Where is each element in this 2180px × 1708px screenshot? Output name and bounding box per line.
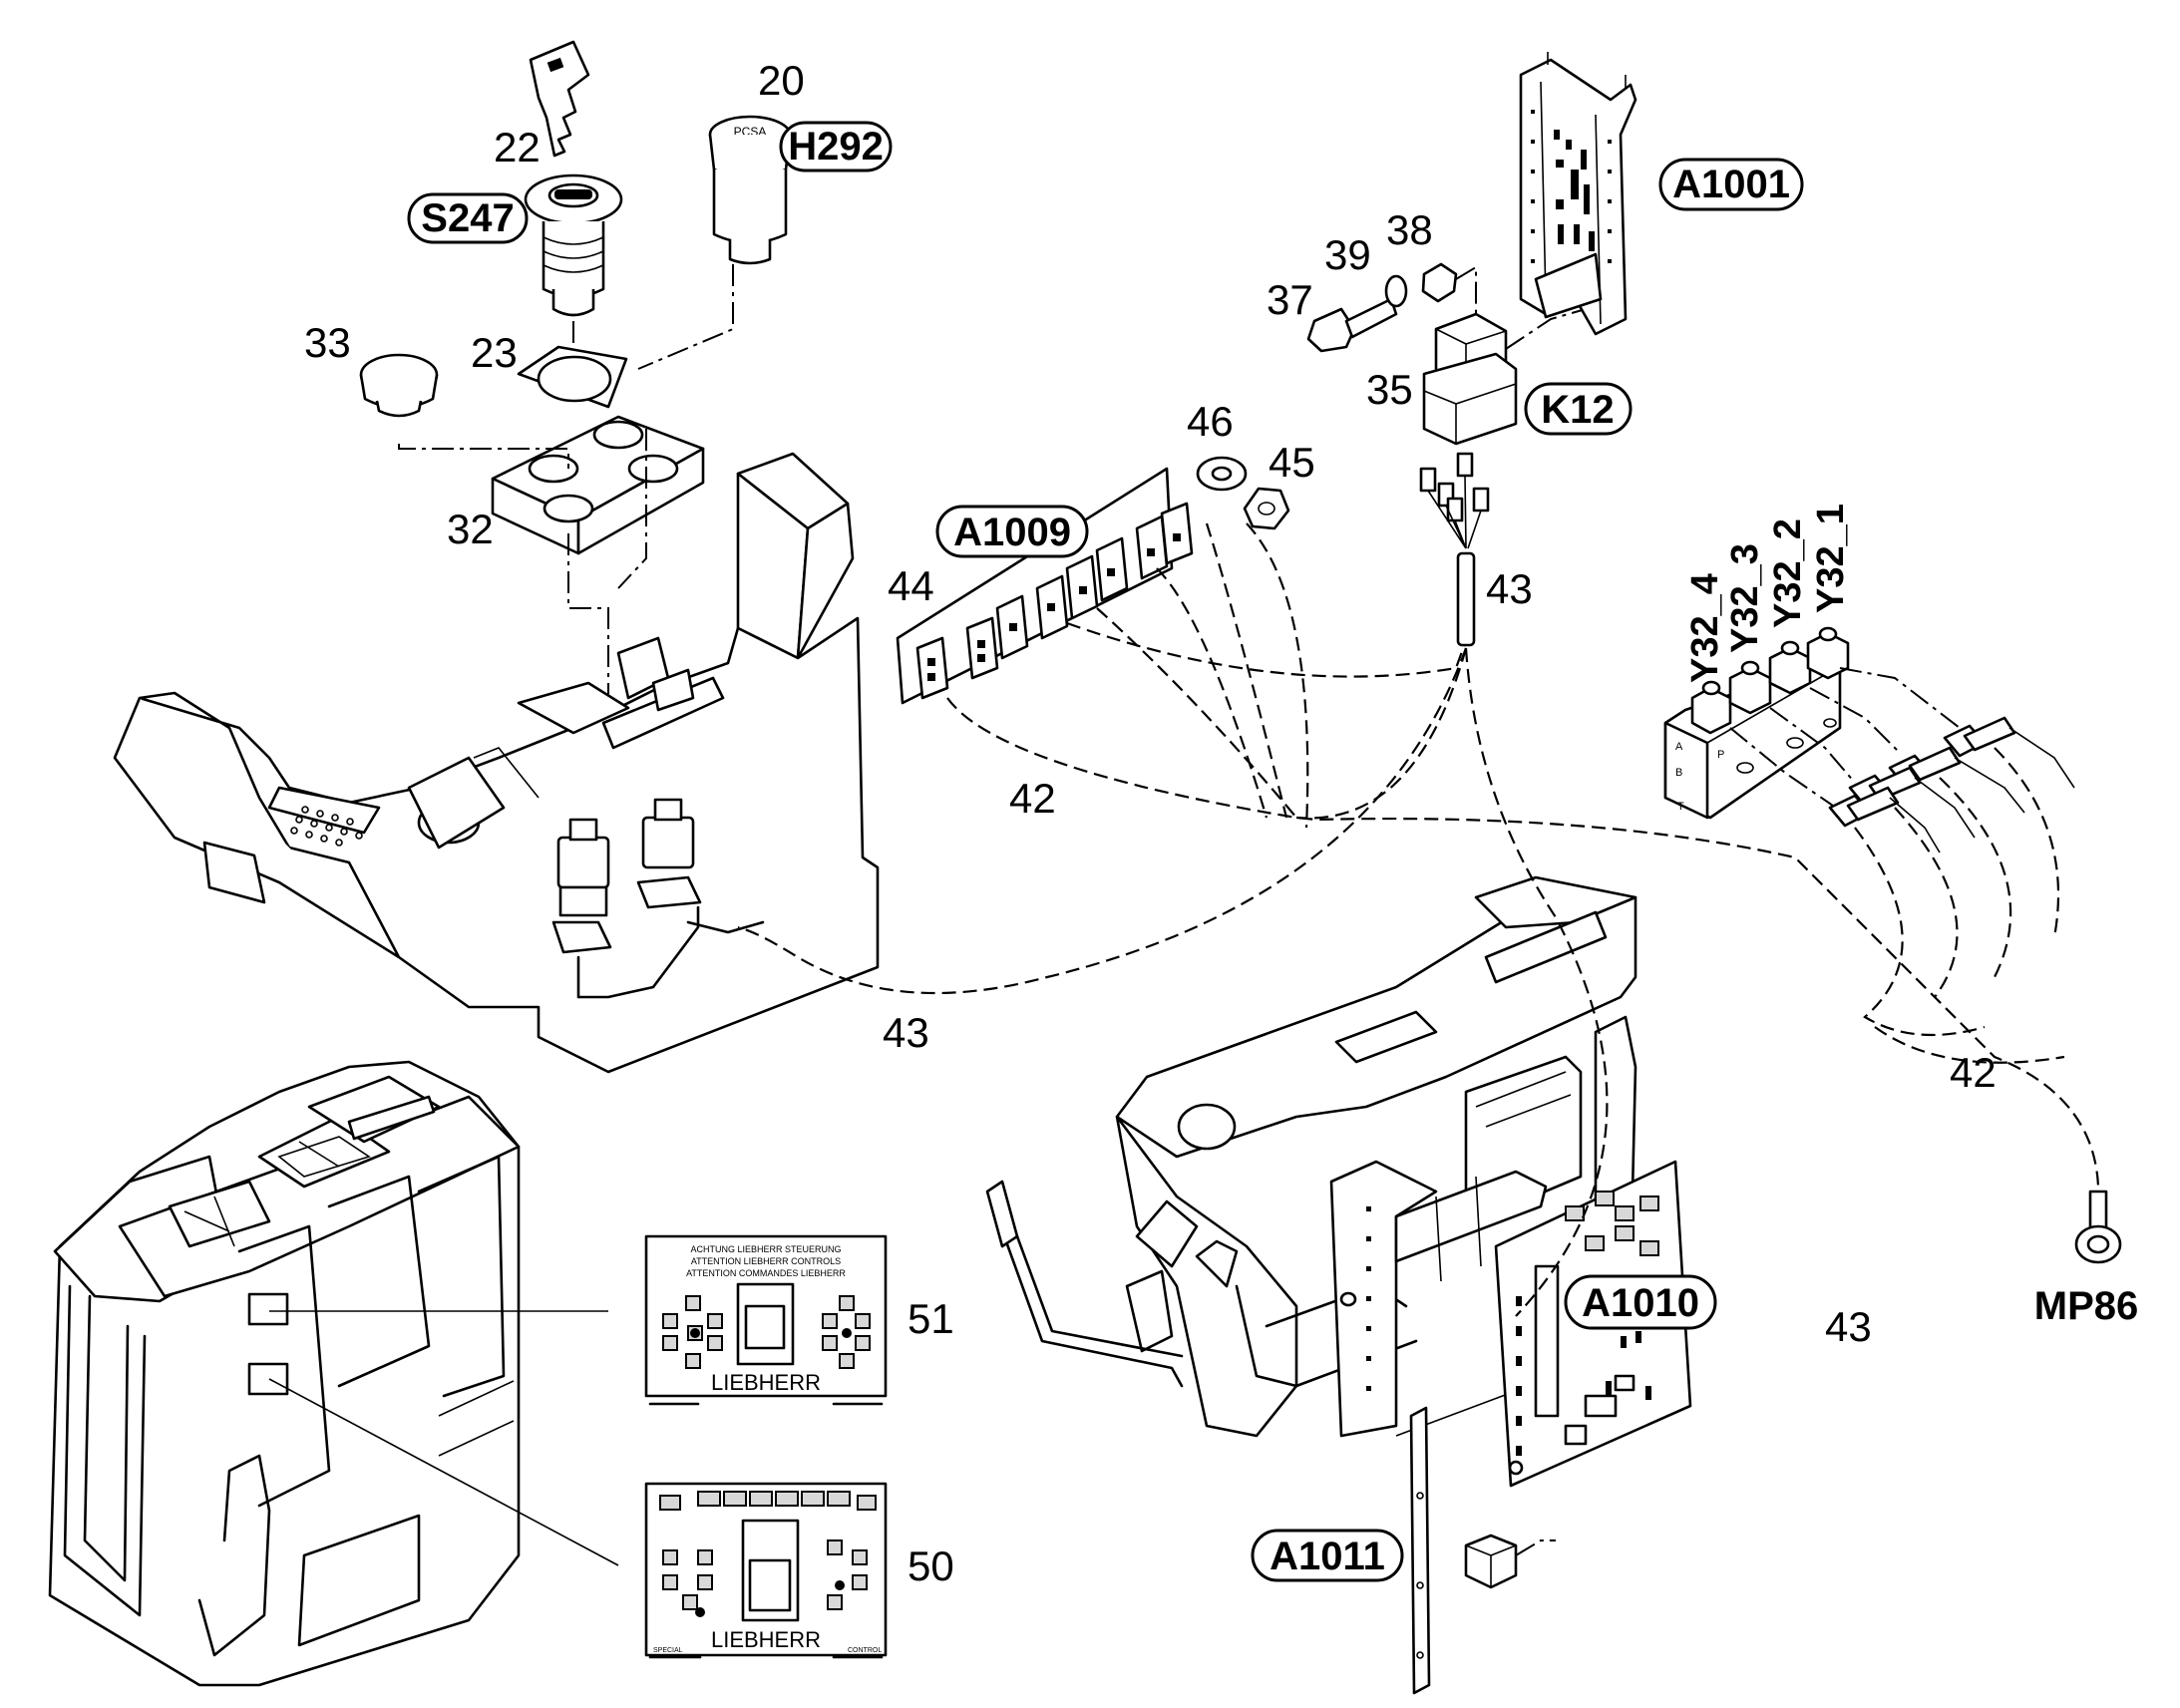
callout-20: 20 [758, 57, 805, 104]
nut-38 [1421, 262, 1458, 303]
callout-23: 23 [471, 329, 518, 376]
tag-a1011: A1011 [1251, 1529, 1404, 1582]
harness-connector-43 [1419, 452, 1490, 647]
decal-51-line2: ATTENTION LIEBHERR CONTROLS [691, 1256, 841, 1266]
key-switch-s247 [524, 173, 623, 317]
washer-39 [1384, 274, 1408, 308]
tag-a1009: A1009 [935, 505, 1089, 558]
callout-50: 50 [908, 1542, 954, 1589]
port-label-t: T [1677, 801, 1684, 813]
callout-35: 35 [1366, 366, 1413, 413]
callout-46: 46 [1187, 398, 1234, 445]
decal-51-brand: LIEBHERR [711, 1370, 821, 1395]
tag-k12: K12 [1524, 382, 1633, 436]
svg-text:A1010: A1010 [1582, 1281, 1699, 1325]
tag-y32-3: Y32_3 [1724, 543, 1766, 653]
callout-38: 38 [1386, 206, 1433, 253]
decal-50-brand: LIEBHERR [711, 1627, 821, 1652]
tag-mp86: MP86 [2034, 1284, 2139, 1328]
decal-50: LIEBHERR SPECIAL CONTROL [644, 1482, 888, 1659]
tag-y32-4: Y32_4 [1684, 573, 1726, 683]
tag-y32-2: Y32_2 [1767, 518, 1809, 628]
operator-console [113, 452, 880, 1074]
callout-44: 44 [888, 562, 934, 609]
callout-22: 22 [494, 124, 541, 171]
decal-50-footer-left: SPECIAL [653, 1647, 683, 1654]
svg-text:A1011: A1011 [1270, 1535, 1385, 1578]
svg-text:A1009: A1009 [953, 511, 1071, 554]
callout-43-left: 43 [883, 1009, 929, 1056]
tag-a1010: A1010 [1564, 1274, 1717, 1330]
plug-33 [359, 353, 439, 418]
indicator-lamp-h292: PCSA [708, 115, 792, 265]
cab-assembly [48, 1060, 521, 1687]
joystick-switch-left [551, 818, 612, 954]
callout-51: 51 [908, 1295, 954, 1342]
leader-line-50 [268, 1378, 619, 1566]
decal-50-footer-right: CONTROL [848, 1647, 882, 1654]
decal-51-line3: ATTENTION COMMANDES LIEBHERR [686, 1268, 846, 1278]
tag-y32-1: Y32_1 [1810, 504, 1852, 613]
tag-h292: H292 [779, 121, 893, 172]
callout-32: 32 [447, 506, 494, 552]
control-lever [985, 1180, 1184, 1388]
svg-text:K12: K12 [1541, 388, 1614, 432]
callout-39: 39 [1324, 231, 1371, 278]
callout-43-top: 43 [1486, 565, 1533, 612]
relay-bracket-a1001 [1519, 52, 1637, 336]
decal-51: ACHTUNG LIEBHERR STEUERUNG ATTENTION LIE… [644, 1234, 888, 1406]
connector-block [1464, 1534, 1556, 1589]
ring-terminal-mp86 [2074, 1190, 2122, 1264]
bolt-37 [1306, 297, 1398, 353]
mounting-rail-a1011 [1409, 1406, 1431, 1695]
terminal-strip-a1009 [896, 467, 1194, 705]
callout-37: 37 [1267, 276, 1313, 323]
callout-43-right: 43 [1825, 1303, 1872, 1350]
relay-k12 [1422, 312, 1518, 446]
svg-text:A1001: A1001 [1672, 163, 1790, 206]
tag-a1001: A1001 [1658, 158, 1804, 211]
port-label-a: A [1675, 741, 1683, 753]
callout-42-right: 42 [1950, 1049, 1997, 1096]
callout-45: 45 [1269, 439, 1315, 486]
solenoid-valve-block: A B T P [1663, 626, 1850, 820]
switch-panel-32 [491, 415, 705, 555]
nut-45 [1243, 487, 1290, 530]
valve-plug-connectors [1828, 716, 2075, 854]
tag-s247: S247 [407, 192, 529, 244]
callout-42-left: 42 [1009, 775, 1056, 822]
ignition-key [529, 40, 590, 158]
port-label-b: B [1675, 767, 1682, 779]
decal-51-line1: ACHTUNG LIEBHERR STEUERUNG [690, 1244, 841, 1254]
callout-33: 33 [304, 319, 351, 366]
svg-text:H292: H292 [788, 125, 884, 169]
joystick-switch-right [636, 798, 702, 909]
port-label-p: P [1717, 749, 1724, 761]
svg-text:S247: S247 [421, 196, 514, 240]
